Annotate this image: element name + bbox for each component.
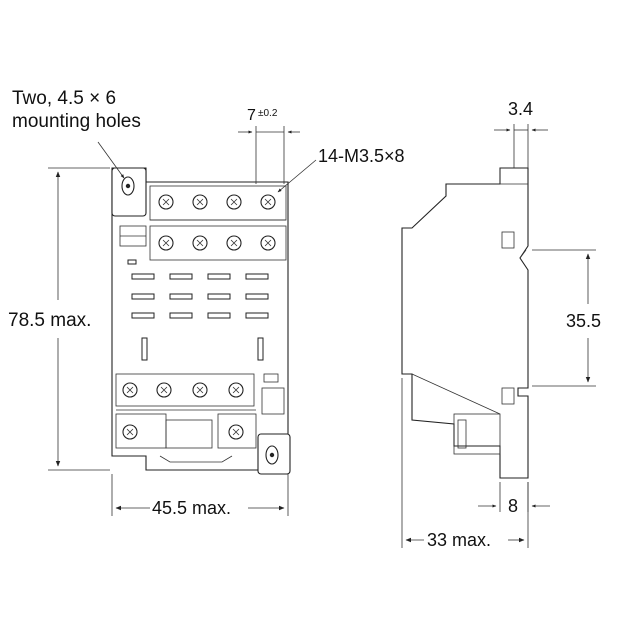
foot-width-dimension: 8 <box>508 496 518 516</box>
pitch-tolerance: ±0.2 <box>258 108 278 119</box>
terminal-screw <box>228 424 244 440</box>
front-view <box>111 167 291 475</box>
side-view <box>401 167 529 479</box>
depth-dimension: 33 max. <box>427 530 491 550</box>
front-dimensions <box>48 126 317 516</box>
terminal-screw <box>122 382 138 398</box>
mounting-holes-label-1: Two, 4.5 × 6 <box>12 88 116 109</box>
terminal-screw <box>226 194 242 210</box>
side-top-dimension: 3.4 <box>508 99 533 119</box>
terminal-screws-bottom <box>122 382 244 440</box>
pitch-value: 7 <box>247 107 256 124</box>
socket-slots <box>127 259 269 361</box>
terminal-screw <box>192 194 208 210</box>
terminal-spec-label: 14-M3.5×8 <box>318 146 405 166</box>
terminal-screw <box>158 194 174 210</box>
terminal-screw <box>192 382 208 398</box>
terminal-screw <box>228 382 244 398</box>
height-dimension: 78.5 max. <box>8 310 91 331</box>
terminal-screw <box>192 235 208 251</box>
terminal-screw <box>156 382 172 398</box>
terminal-screws-top <box>158 194 276 251</box>
terminal-screw <box>260 194 276 210</box>
side-dimensions <box>401 124 596 548</box>
terminal-screw <box>226 235 242 251</box>
terminal-screw <box>158 235 174 251</box>
rail-pitch-dimension: 35.5 <box>566 311 601 331</box>
terminal-screw <box>122 424 138 440</box>
width-dimension: 45.5 max. <box>152 498 231 518</box>
mounting-holes-label-2: mounting holes <box>12 111 141 132</box>
terminal-screw <box>260 235 276 251</box>
